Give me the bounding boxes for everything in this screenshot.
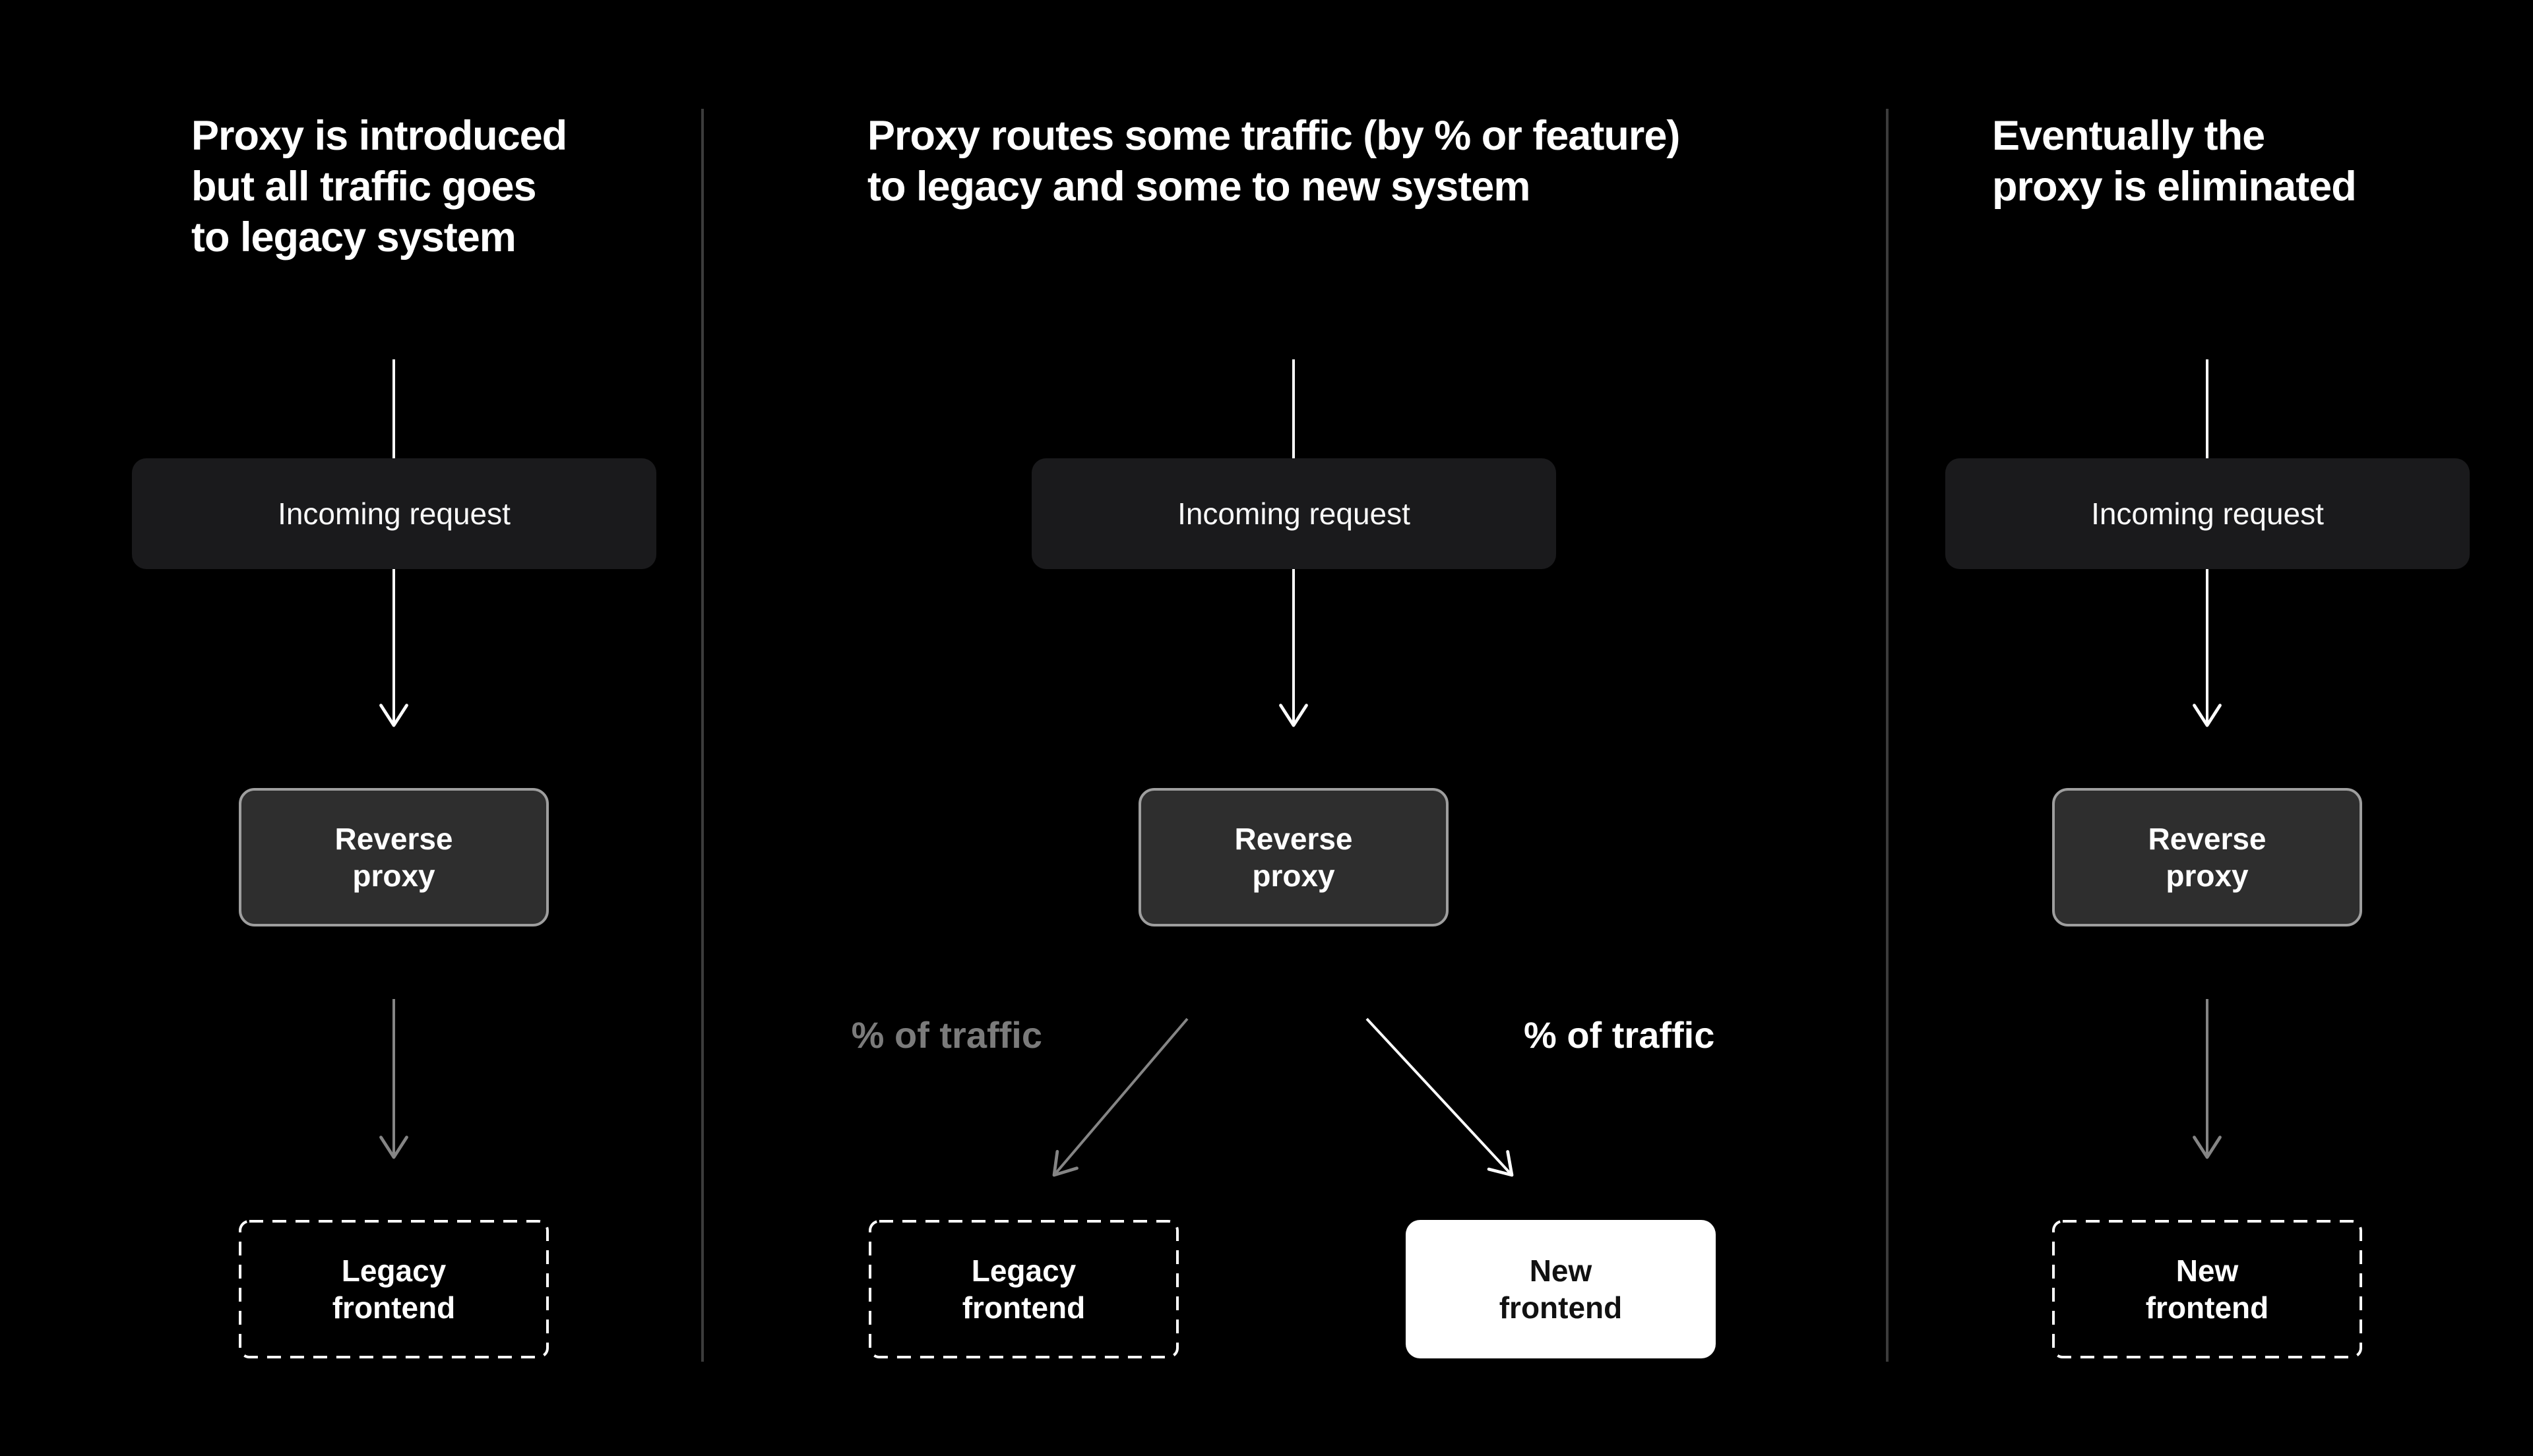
legacy-frontend-label: Legacy frontend (332, 1254, 456, 1325)
traffic-percent-label-left: % of traffic (851, 1014, 1042, 1056)
legacy-frontend-node-1: Legacy frontend (239, 1220, 549, 1358)
new-frontend-label: New frontend (2145, 1254, 2269, 1325)
reverse-proxy-label: Reverse proxy (1234, 822, 1353, 893)
legacy-frontend-label: Legacy frontend (962, 1254, 1086, 1325)
incoming-request-node-3: Incoming request (1945, 458, 2470, 569)
new-frontend-node-3: New frontend (2052, 1220, 2362, 1358)
reverse-proxy-node-2: Reverse proxy (1139, 788, 1449, 926)
arrow-proxy-to-new-2 (1365, 1017, 1514, 1177)
dashed-border (239, 1220, 549, 1358)
incoming-request-node-2: Incoming request (1032, 458, 1556, 569)
arrow-proxy-to-legacy-2 (1052, 1017, 1189, 1177)
panel-3-title: Eventually the proxy is eliminated (1992, 113, 2357, 210)
new-frontend-node-2: New frontend (1406, 1220, 1716, 1358)
panel-divider-2 (1886, 109, 1889, 1362)
panel-2-title: Proxy routes some traffic (by % or featu… (867, 113, 1680, 210)
incoming-request-label: Incoming request (278, 497, 511, 531)
dashed-border (2052, 1220, 2362, 1358)
panel-1-title: Proxy is introduced but all traffic goes… (191, 113, 567, 260)
incoming-request-label: Incoming request (2091, 497, 2324, 531)
traffic-percent-label-right: % of traffic (1524, 1014, 1715, 1056)
reverse-proxy-label: Reverse proxy (2148, 822, 2267, 893)
legacy-frontend-node-2: Legacy frontend (869, 1220, 1179, 1358)
new-frontend-label: New frontend (1499, 1254, 1623, 1325)
panel-divider-1 (701, 109, 704, 1362)
reverse-proxy-label: Reverse proxy (334, 822, 453, 893)
reverse-proxy-node-3: Reverse proxy (2052, 788, 2362, 926)
dashed-border (869, 1220, 1179, 1358)
incoming-request-label: Incoming request (1177, 497, 1410, 531)
reverse-proxy-node-1: Reverse proxy (239, 788, 549, 926)
incoming-request-node-1: Incoming request (132, 458, 656, 569)
